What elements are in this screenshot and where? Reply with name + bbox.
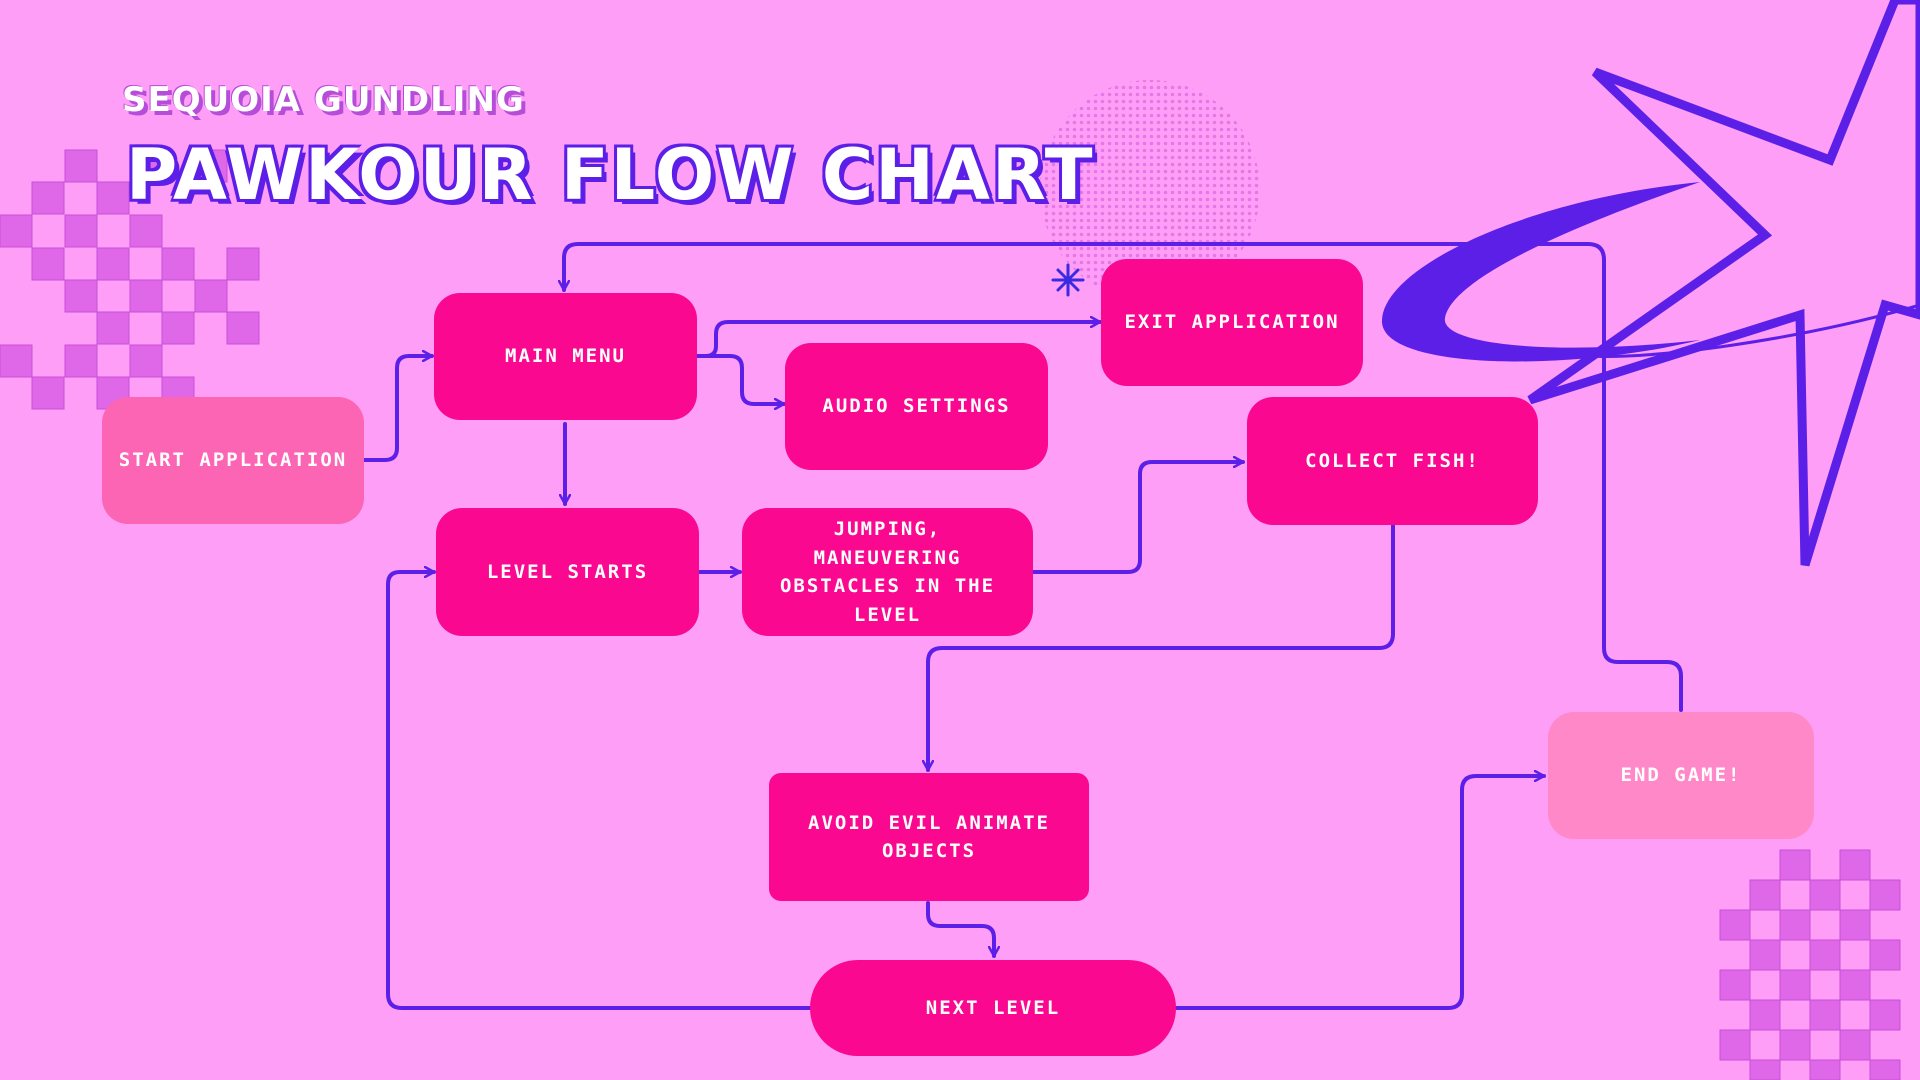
node-audio-settings-label: AUDIO SETTINGS: [822, 395, 1011, 418]
sparkle-icon: [1051, 263, 1085, 297]
node-main-menu-label: MAIN MENU: [505, 345, 626, 368]
node-exit-application-label: EXIT APPLICATION: [1124, 311, 1340, 334]
author-name: SEQUOIA GUNDLING: [122, 80, 525, 120]
node-collect-fish[interactable]: COLLECT FISH!: [1247, 397, 1538, 525]
node-jumping-maneuvering[interactable]: JUMPING, MANEUVERING OBSTACLES IN THE LE…: [742, 508, 1033, 636]
node-level-starts-label: LEVEL STARTS: [486, 560, 649, 583]
orbit-crescent: [1381, 182, 1700, 362]
checker-pattern-bottom-right: [1719, 849, 1901, 1080]
node-jumping-maneuvering-label: JUMPING, MANEUVERING OBSTACLES IN THE LE…: [779, 518, 996, 626]
node-collect-fish-label: COLLECT FISH!: [1305, 449, 1480, 472]
node-end-game[interactable]: END GAME!: [1548, 712, 1814, 839]
node-exit-application[interactable]: EXIT APPLICATION: [1101, 259, 1363, 386]
node-start-application-label: START APPLICATION: [118, 449, 348, 472]
node-avoid-evil-objects-label: AVOID EVIL ANIMATE OBJECTS: [808, 811, 1050, 863]
node-audio-settings[interactable]: AUDIO SETTINGS: [785, 343, 1048, 470]
node-avoid-evil-objects[interactable]: AVOID EVIL ANIMATE OBJECTS: [769, 773, 1089, 901]
checker-pattern-top-left: [0, 149, 260, 410]
node-start-application[interactable]: START APPLICATION: [102, 397, 364, 524]
node-end-game-label: END GAME!: [1620, 764, 1742, 787]
node-next-level[interactable]: NEXT LEVEL: [810, 960, 1176, 1056]
node-main-menu[interactable]: MAIN MENU: [434, 293, 697, 420]
node-level-starts[interactable]: LEVEL STARTS: [436, 508, 699, 636]
page-title: PAWKOUR FLOW CHART: [126, 134, 1095, 216]
node-next-level-label: NEXT LEVEL: [925, 996, 1061, 1019]
starburst-shape: [1527, 0, 1920, 567]
